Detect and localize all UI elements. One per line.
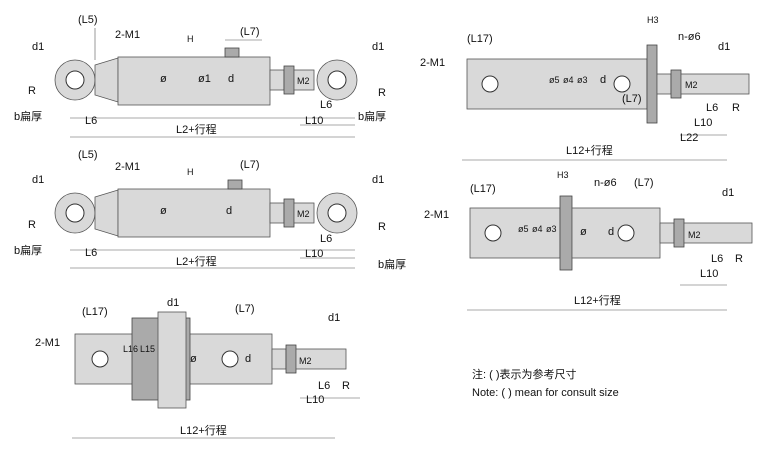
label-phi5-4: ø5 <box>549 75 560 85</box>
label-d1-left: d1 <box>32 41 44 53</box>
note-english: Note: ( ) mean for consult size <box>472 387 619 399</box>
label-L17-4: (L17) <box>467 33 493 45</box>
label-H-2: H <box>187 167 194 177</box>
label-phi4-4: ø4 <box>563 75 574 85</box>
label-M1-3: 2-M1 <box>35 337 60 349</box>
label-phi5-5: ø5 <box>518 224 529 234</box>
label-H: H <box>187 34 194 44</box>
label-M2: M2 <box>297 76 310 86</box>
label-L7: (L7) <box>240 26 260 38</box>
label-phi1: ø1 <box>198 73 211 85</box>
label-L7-5: (L7) <box>634 177 654 189</box>
label-L5-2: (L5) <box>78 149 98 161</box>
label-L7-2: (L7) <box>240 159 260 171</box>
label-L17-3: (L17) <box>82 306 108 318</box>
figure-clevis-clevis-2: (L5) 2-M1 (L7) H d1 d1 R R b扁厚 b扁厚 L6 L6… <box>14 149 406 271</box>
label-phi-2: ø <box>160 205 167 217</box>
label-L6-right-2: L6 <box>320 233 332 245</box>
label-R-left: R <box>28 85 36 97</box>
label-H3-5: H3 <box>557 170 569 180</box>
label-d1-right: d1 <box>372 41 384 53</box>
label-phi: ø <box>160 73 167 85</box>
label-b-right: b扁厚 <box>358 110 386 123</box>
label-L16: L16 <box>123 344 138 354</box>
label-H3-4: H3 <box>647 15 659 25</box>
label-stroke12-5: L12+行程 <box>574 294 621 307</box>
label-phi3-5: ø3 <box>546 224 557 234</box>
label-R-4: R <box>732 102 740 114</box>
label-M2-4: M2 <box>685 80 698 90</box>
label-d-2: d <box>226 205 232 217</box>
label-d1-3: d1 <box>167 297 179 309</box>
label-d1-left-2: d1 <box>32 174 44 186</box>
label-b-left-2: b扁厚 <box>14 244 42 257</box>
label-phi4-5: ø4 <box>532 224 543 234</box>
label-L5: (L5) <box>78 14 98 26</box>
label-L6-right: L6 <box>320 99 332 111</box>
label-L10-3: L10 <box>306 394 324 406</box>
note-chinese: 注: ( )表示为参考尺寸 <box>472 369 577 381</box>
label-d-3: d <box>245 353 251 365</box>
label-b-right-2: b扁厚 <box>378 258 406 271</box>
label-stroke-2: L2+行程 <box>176 255 217 268</box>
label-L6-4: L6 <box>706 102 718 114</box>
label-phi3-4: ø3 <box>577 75 588 85</box>
figure-flange-rear: (L17) 2-M1 H3 n-ø6 d1 ø5 ø4 ø3 d (L7) M2… <box>420 15 750 161</box>
label-M1-4: 2-M1 <box>420 57 445 69</box>
label-L6-5: L6 <box>711 253 723 265</box>
label-M1-5: 2-M1 <box>424 209 449 221</box>
label-M2-3: M2 <box>299 356 312 366</box>
label-stroke: L2+行程 <box>176 123 217 136</box>
label-d1-4: d1 <box>718 41 730 53</box>
label-L7-3: (L7) <box>235 303 255 315</box>
label-phi-3: ø <box>190 353 197 365</box>
label-stroke12-4: L12+行程 <box>566 144 613 157</box>
label-M2-5: M2 <box>688 230 701 240</box>
label-L10-4: L10 <box>694 117 712 129</box>
label-R-3: R <box>342 380 350 392</box>
figure-trunnion-center: (L17) d1 (L7) d1 2-M1 L16 L15 ø d M2 L6 … <box>35 297 360 439</box>
label-L6-left: L6 <box>85 115 97 127</box>
label-stroke12-3: L12+行程 <box>180 424 227 437</box>
label-M1-2: 2-M1 <box>115 161 140 173</box>
label-d1-right-2: d1 <box>372 174 384 186</box>
label-L6-3: L6 <box>318 380 330 392</box>
label-R-right: R <box>378 87 386 99</box>
label-L10-2: L10 <box>305 248 323 260</box>
label-L10-5: L10 <box>700 268 718 280</box>
label-d-4: d <box>600 74 606 86</box>
label-b-left: b扁厚 <box>14 110 42 123</box>
figure-clevis-clevis-1: (L5) 2-M1 (L7) H d1 d1 R R b扁厚 b扁厚 L6 L6… <box>14 14 386 138</box>
label-d1-5: d1 <box>722 187 734 199</box>
figure-flange-front: (L17) 2-M1 H3 n-ø6 (L7) d1 ø5 ø4 ø3 ø d … <box>424 170 753 311</box>
label-phi-5: ø <box>580 226 587 238</box>
label-d1-right-3: d1 <box>328 312 340 324</box>
label-L15: L15 <box>140 344 155 354</box>
label-L22-4: L22 <box>680 132 698 144</box>
label-R-right-2: R <box>378 221 386 233</box>
label-n6-5: n-ø6 <box>594 177 617 189</box>
label-M1: 2-M1 <box>115 29 140 41</box>
label-L7-4: (L7) <box>622 93 642 105</box>
label-R-5: R <box>735 253 743 265</box>
label-d: d <box>228 73 234 85</box>
label-M2-2: M2 <box>297 209 310 219</box>
label-n6-4: n-ø6 <box>678 31 701 43</box>
label-L10: L10 <box>305 115 323 127</box>
label-L6-left-2: L6 <box>85 247 97 259</box>
label-L17-5: (L17) <box>470 183 496 195</box>
label-d-5: d <box>608 226 614 238</box>
label-R-left-2: R <box>28 219 36 231</box>
